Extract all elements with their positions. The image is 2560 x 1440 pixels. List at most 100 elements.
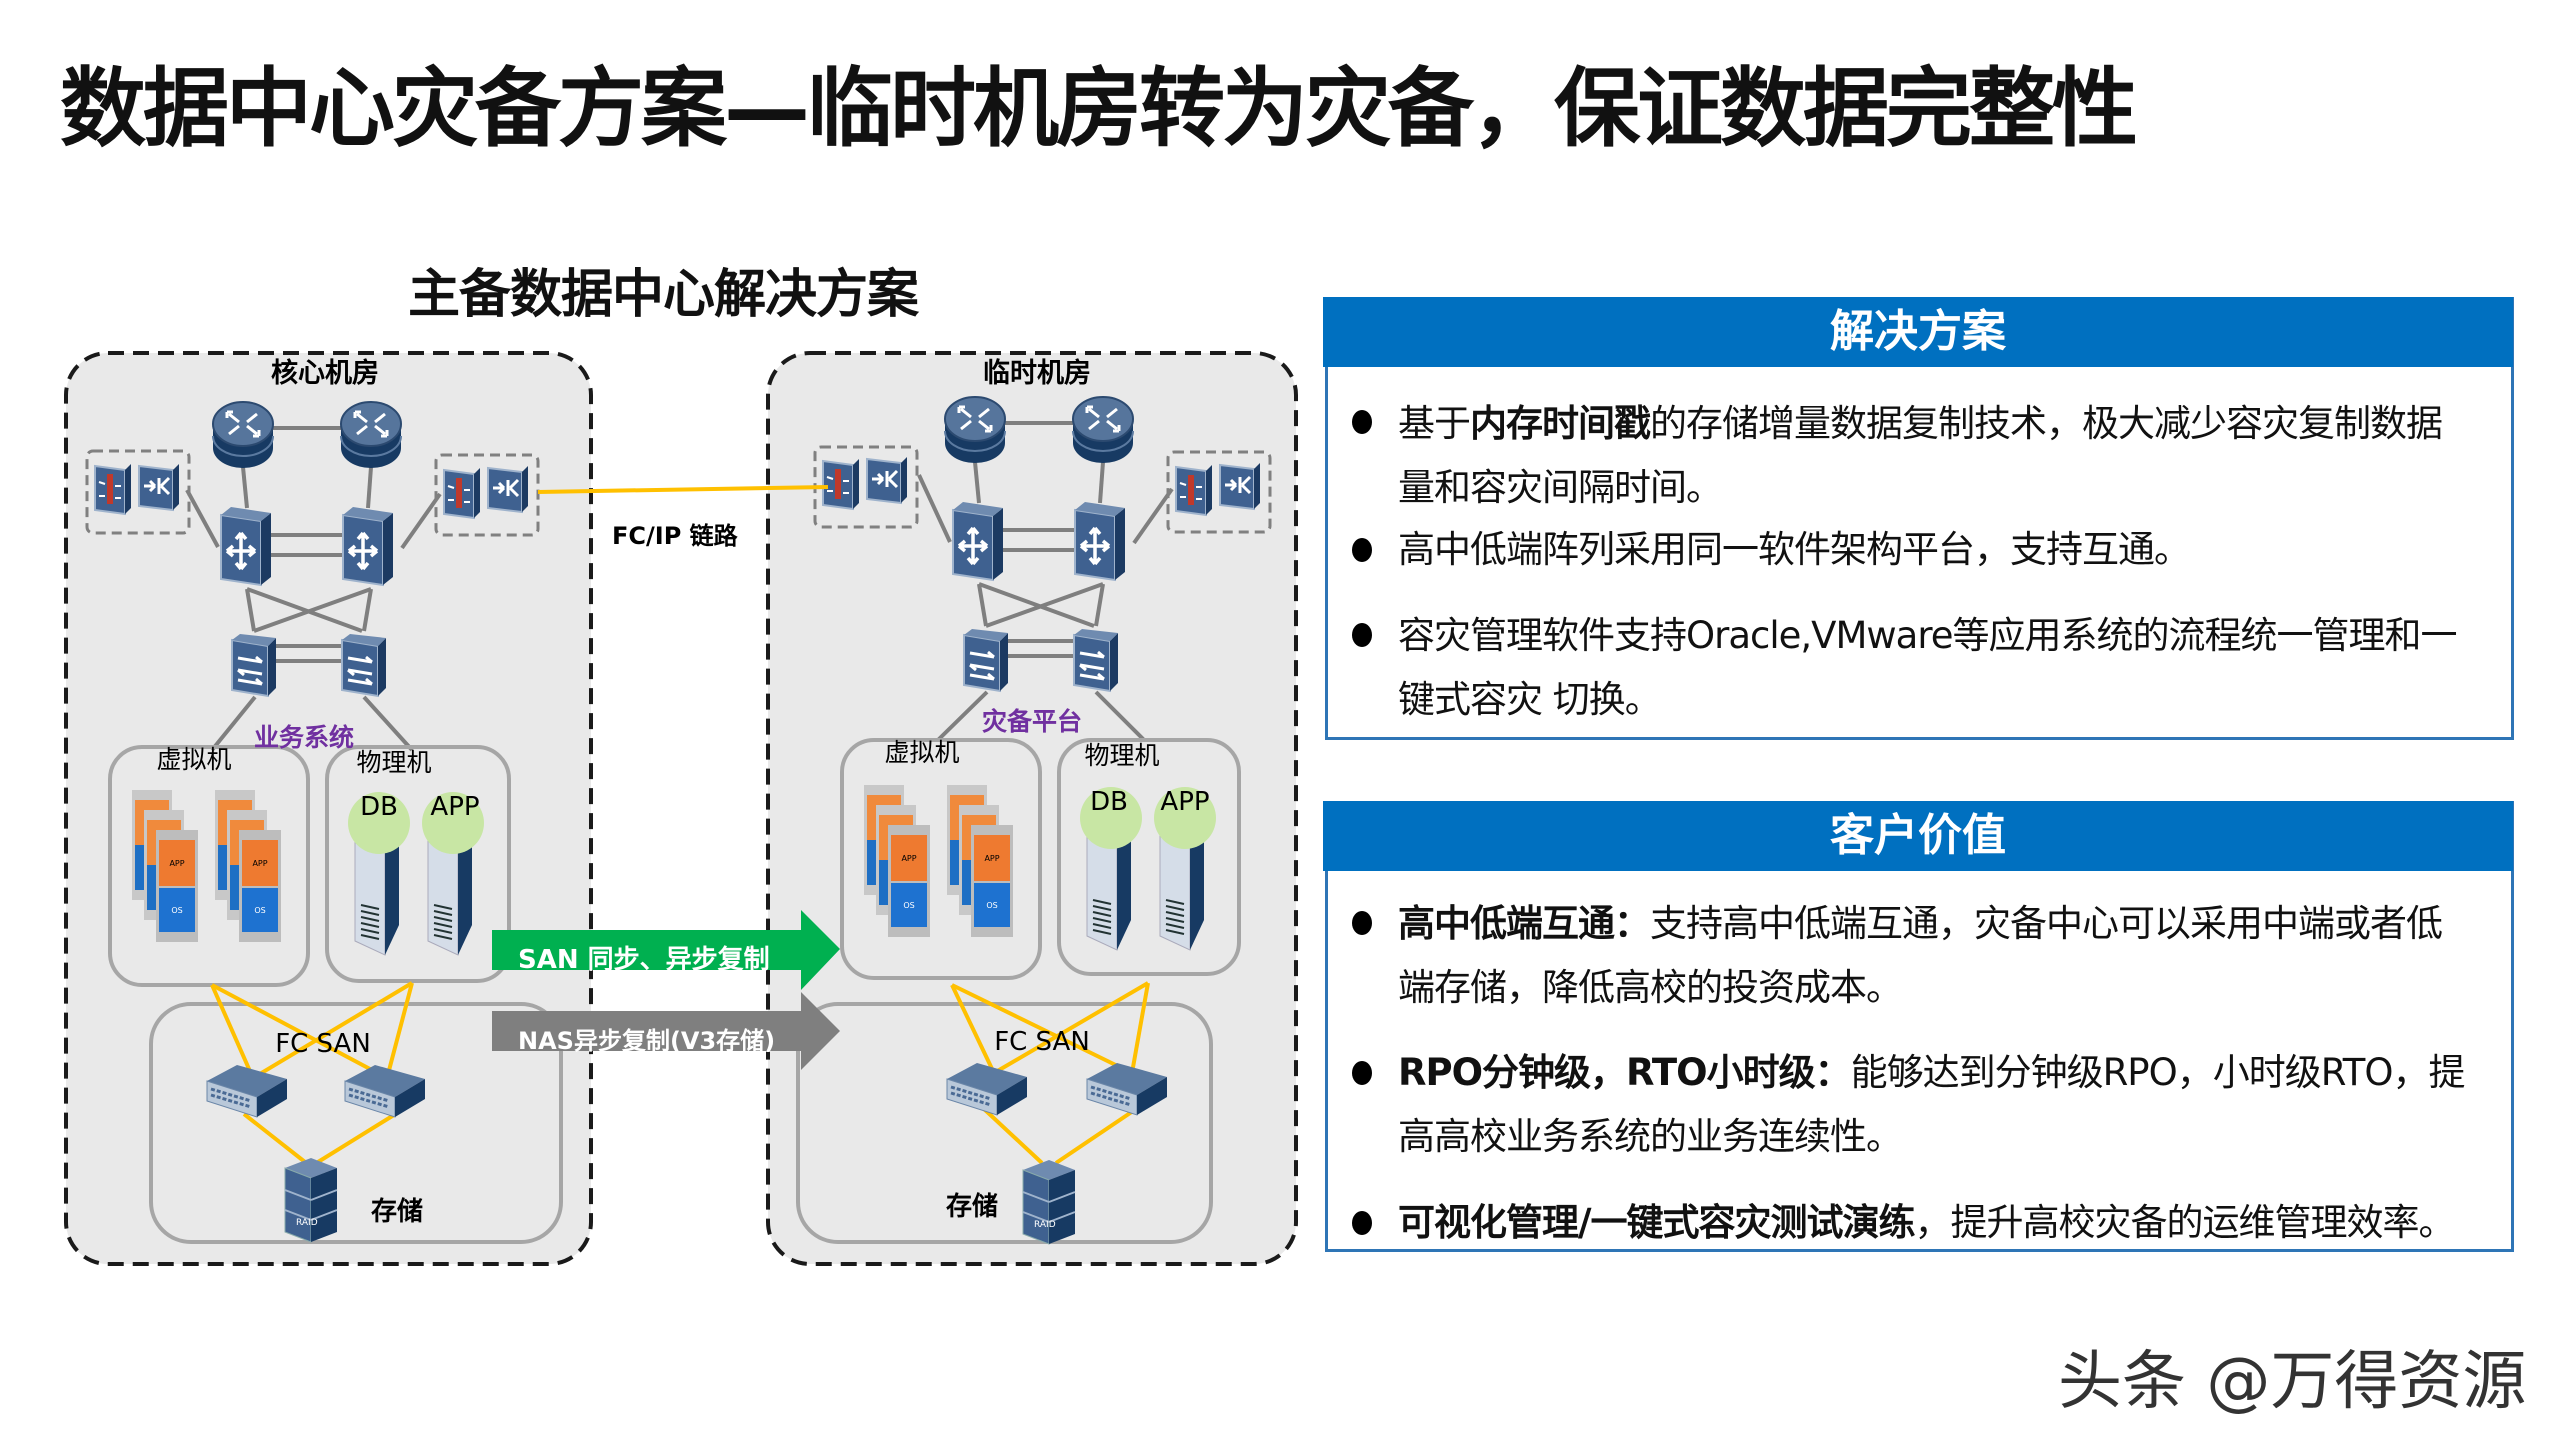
customer-value-item: 可视化管理/一键式容灾测试演练，提升高校灾备的运维管理效率。: [1398, 1191, 2468, 1255]
fc-ip-link-label: FC/IP 链路: [612, 522, 739, 550]
load-balancer-icon: [1218, 461, 1262, 511]
diagram-title: 主备数据中心解决方案: [408, 265, 919, 325]
firewall-group: [1166, 450, 1272, 534]
item-bold: RPO分钟级，RTO小时级：: [1398, 1051, 1852, 1094]
access-switch-icon: [230, 632, 278, 698]
architecture-diagram: 核心机房 业务系统 虚拟机 物理机 APP OS APP: [64, 351, 1298, 1266]
router-icon: [943, 395, 1007, 465]
vm-app-label: APP: [984, 854, 999, 863]
firewall-icon: [443, 467, 481, 519]
bullet-icon: [1352, 410, 1372, 434]
vm-os-label: OS: [171, 906, 182, 915]
access-switch-icon: [340, 632, 388, 698]
storage-icon: [1022, 1159, 1076, 1245]
physical-group: [1057, 738, 1241, 976]
item-text: 容灾管理软件支持Oracle,VMware等应用系统的流程统一管理和一键式容灾 …: [1398, 614, 2457, 721]
network-links: [185, 426, 442, 752]
physical-label: 物理机: [356, 748, 431, 777]
firewall-group: [85, 449, 191, 535]
item-text: 的存储增量数据复制技术，极大减少容灾复制数据量和容灾间隔时间。: [1398, 402, 2443, 509]
item-bold: 可视化管理/一键式容灾测试演练: [1398, 1201, 1916, 1244]
core-switch-icon: [1073, 500, 1127, 582]
db-label: DB: [360, 792, 398, 822]
fc-san-group: [796, 1002, 1213, 1244]
core-site: 核心机房 业务系统 虚拟机 物理机 APP OS APP: [85, 357, 563, 1244]
vm-label: 虚拟机: [156, 745, 231, 774]
core-site-label: 核心机房: [271, 357, 379, 389]
access-switch-icon: [962, 627, 1010, 693]
storage-label: 存储: [371, 1196, 423, 1227]
vm-app-label: APP: [169, 859, 184, 868]
zone-label: 业务系统: [254, 723, 354, 752]
dr-site-panel: [766, 351, 1298, 1266]
core-switch-icon: [951, 500, 1005, 582]
item-bold: 高中低端互通：: [1398, 902, 1651, 945]
watermark: 头条 @万得资源: [2058, 1345, 2527, 1419]
fc-links: [210, 981, 414, 1164]
solution-item: 高中低端阵列采用同一软件架构平台，支持互通。: [1398, 518, 2468, 582]
dr-site-label: 临时机房: [983, 357, 1091, 389]
zone-label: 灾备平台: [982, 707, 1082, 736]
raid-label: RAID: [296, 1218, 318, 1228]
raid-label: RAID: [1034, 1220, 1056, 1230]
item-text: 支持高中低端互通，灾备中心可以采用中端或者低端存储，降低高校的投资成本。: [1398, 902, 2443, 1009]
solution-panel: [1325, 297, 2514, 740]
access-switch-icon: [1072, 627, 1120, 693]
nas-replication-arrow: [492, 992, 840, 1070]
bullet-icon: [1352, 1211, 1372, 1235]
fc-san-label: FC SAN: [994, 1027, 1090, 1057]
dr-site: 临时机房: [796, 357, 1272, 1245]
customer-value-panel: [1325, 801, 2514, 1252]
item-text: 能够达到分钟级RPO，小时级RTO，提高高校业务系统的业务连续性。: [1398, 1051, 2465, 1158]
solution-item: 容灾管理软件支持Oracle,VMware等应用系统的流程统一管理和一键式容灾 …: [1398, 604, 2468, 732]
core-switch-icon: [219, 505, 273, 587]
firewall-group: [434, 453, 540, 537]
vm-os-label: OS: [254, 906, 265, 915]
fc-links: [950, 981, 1150, 1165]
storage-label: 存储: [946, 1191, 998, 1222]
customer-value-item: 高中低端互通：支持高中低端互通，灾备中心可以采用中端或者低端存储，降低高校的投资…: [1398, 892, 2468, 1020]
vm-group: [108, 745, 310, 987]
load-balancer-icon: [865, 455, 909, 505]
app-label: APP: [1160, 787, 1209, 817]
vm-os-label: OS: [986, 901, 997, 910]
bullet-icon: [1352, 538, 1372, 562]
item-text: ，提升高校灾备的运维管理效率。: [1914, 1201, 2456, 1244]
solution-item: 基于内存时间戳的存储增量数据复制技术，极大减少容灾复制数据量和容灾间隔时间。: [1398, 392, 2468, 520]
vm-label: 虚拟机: [884, 738, 959, 767]
item-prefix: 基于: [1398, 402, 1471, 445]
db-label: DB: [1090, 787, 1128, 817]
item-text: 高中低端阵列采用同一软件架构平台，支持互通。: [1398, 528, 2191, 571]
vm-app-label: APP: [252, 859, 267, 868]
vm-app-label: APP: [901, 854, 916, 863]
router-icon: [211, 400, 275, 470]
page-title: 数据中心灾备方案—临时机房转为灾备，保证数据完整性: [60, 59, 2138, 159]
nas-replication-label: NAS异步复制(V3存储): [518, 1027, 775, 1055]
san-replication-arrow: [492, 910, 840, 990]
fc-san-group: [149, 1002, 563, 1244]
storage-icon: [284, 1157, 338, 1243]
customer-value-item: RPO分钟级，RTO小时级：能够达到分钟级RPO，小时级RTO，提高高校业务系统…: [1398, 1041, 2468, 1169]
solution-header: 解决方案: [1323, 297, 2513, 367]
firewall-icon: [94, 463, 132, 515]
firewall-icon: [822, 458, 860, 510]
app-label: APP: [430, 792, 479, 822]
item-bold: 内存时间戳: [1470, 402, 1651, 445]
fc-ip-link: [537, 485, 829, 494]
core-switch-icon: [341, 505, 395, 587]
network-links: [917, 421, 1174, 742]
bullet-icon: [1352, 623, 1372, 647]
bullet-icon: [1352, 1061, 1372, 1085]
vm-os-label: OS: [903, 901, 914, 910]
fc-san-label: FC SAN: [275, 1029, 371, 1059]
physical-label: 物理机: [1084, 741, 1159, 770]
customer-value-header: 客户价值: [1323, 801, 2513, 871]
bullet-icon: [1352, 911, 1372, 935]
vm-group: [840, 738, 1042, 980]
router-icon: [339, 400, 403, 470]
san-replication-label: SAN 同步、异步复制: [518, 944, 770, 975]
physical-group: [325, 745, 511, 983]
firewall-icon: [1175, 464, 1213, 516]
router-icon: [1071, 395, 1135, 465]
load-balancer-icon: [137, 462, 181, 512]
